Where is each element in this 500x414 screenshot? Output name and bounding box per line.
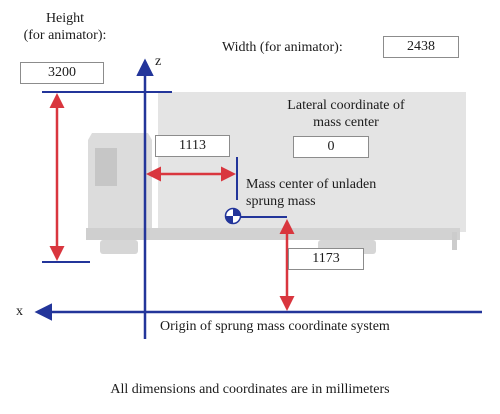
- truck-chassis: [150, 228, 460, 240]
- mass-center-label-line2: sprung mass: [246, 194, 316, 209]
- width-input[interactable]: 2438: [383, 36, 459, 58]
- truck-cargo-box: [158, 92, 466, 232]
- mass-center-label-line1: Mass center of unladen: [246, 177, 377, 192]
- truck-cab-window: [95, 148, 117, 186]
- mass-center-icon: [224, 207, 242, 225]
- lateral-coordinate-label-line2: mass center: [313, 115, 379, 130]
- truck-rear-support: [452, 232, 457, 250]
- truck-silhouette: [86, 92, 466, 254]
- width-label: Width (for animator):: [222, 40, 343, 55]
- origin-label: Origin of sprung mass coordinate system: [160, 319, 390, 334]
- units-note: All dimensions and coordinates are in mi…: [110, 382, 390, 397]
- mass-center-label: Mass center of unladen sprung mass: [246, 176, 376, 210]
- x-axis-label: x: [16, 304, 23, 319]
- truck-bumper: [86, 228, 156, 240]
- z-offset-input[interactable]: 1173: [288, 248, 364, 270]
- lateral-coordinate-input[interactable]: 0: [293, 136, 369, 158]
- lateral-coordinate-label: Lateral coordinate of mass center: [246, 97, 446, 131]
- truck-front-wheel: [100, 240, 138, 254]
- height-label-line2: (for animator):: [23, 28, 107, 43]
- height-label-line1: Height: [45, 11, 85, 26]
- height-label: Height (for animator):: [6, 10, 124, 44]
- lateral-coordinate-label-line1: Lateral coordinate of: [287, 98, 405, 113]
- z-axis-label: z: [155, 54, 162, 69]
- x-offset-input[interactable]: 1113: [155, 135, 230, 157]
- height-input[interactable]: 3200: [20, 62, 104, 84]
